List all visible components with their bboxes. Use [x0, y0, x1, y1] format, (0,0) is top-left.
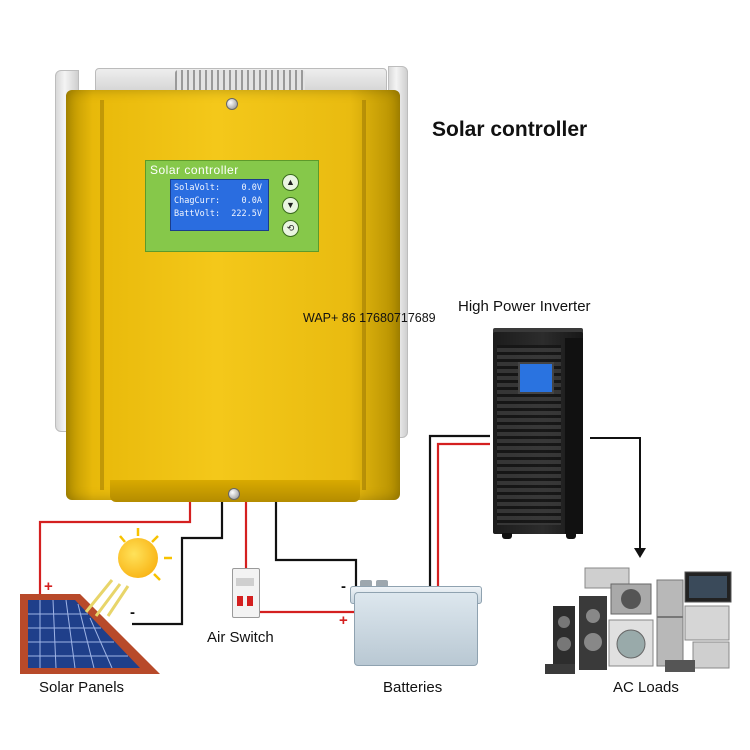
batteries-label: Batteries	[383, 679, 443, 696]
battery-terminal-negative	[360, 580, 372, 588]
down-arrow-icon[interactable]: ▼	[282, 197, 299, 214]
solar-panels-label: Solar Panels	[39, 679, 125, 696]
inverter-label: High Power Inverter	[458, 298, 591, 315]
sun-rays-icon	[84, 528, 172, 617]
lcd-label-solar-volt: SolaVolt:	[174, 183, 221, 193]
housing-ridge-left	[100, 100, 104, 490]
arrow-down-icon	[634, 548, 646, 558]
solar-panel-icon	[20, 594, 160, 674]
inverter-foot-left	[502, 533, 512, 539]
controller-negative-wire	[274, 502, 358, 590]
controller-housing	[66, 90, 400, 500]
lcd-value-battery-volt: 222.5V	[231, 209, 262, 219]
contact-watermark: WAP+ 86 17680717689	[303, 311, 436, 325]
display-panel-title: Solar controller	[150, 163, 239, 177]
inverter-foot-right	[566, 533, 576, 539]
air-switch-toggle-right	[247, 596, 253, 606]
function-icon[interactable]: ⟲	[282, 220, 299, 237]
ac-loads-label: AC Loads	[613, 679, 679, 696]
pv-minus-sign: -	[130, 604, 135, 621]
inverter-side	[565, 338, 583, 534]
air-switch-icon	[232, 568, 260, 618]
lcd-label-battery-volt: BattVolt:	[174, 209, 221, 219]
page-title: Solar controller	[432, 118, 588, 141]
battery-inverter-positive-wire	[436, 442, 490, 592]
top-screw	[226, 98, 238, 110]
inverter-display	[518, 362, 554, 394]
air-switch-label: Air Switch	[207, 629, 274, 646]
lcd-screen	[170, 179, 269, 231]
lcd-value-charge-current: 0.0A	[241, 196, 262, 206]
lcd-value-solar-volt: 0.0V	[241, 183, 262, 193]
bottom-screw	[228, 488, 240, 500]
air-switch-toggle-left	[237, 596, 243, 606]
battery-terminal-positive	[376, 580, 388, 588]
pv-plus-sign: +	[44, 578, 53, 595]
battery-inverter-negative-wire	[428, 434, 490, 592]
sun-icon	[118, 538, 158, 578]
pv-positive-wire	[38, 500, 192, 598]
housing-ridge-right	[362, 100, 366, 490]
battery-icon	[354, 592, 478, 666]
air-switch-window	[236, 578, 254, 586]
battery-plus-sign: +	[339, 612, 348, 629]
battery-minus-sign: -	[341, 578, 346, 595]
appliances-icon	[545, 567, 732, 674]
pv-negative-wire	[132, 502, 224, 626]
inverter-load-wire	[590, 437, 641, 548]
up-arrow-icon[interactable]: ▲	[282, 174, 299, 191]
lcd-label-charge-current: ChagCurr:	[174, 196, 221, 206]
